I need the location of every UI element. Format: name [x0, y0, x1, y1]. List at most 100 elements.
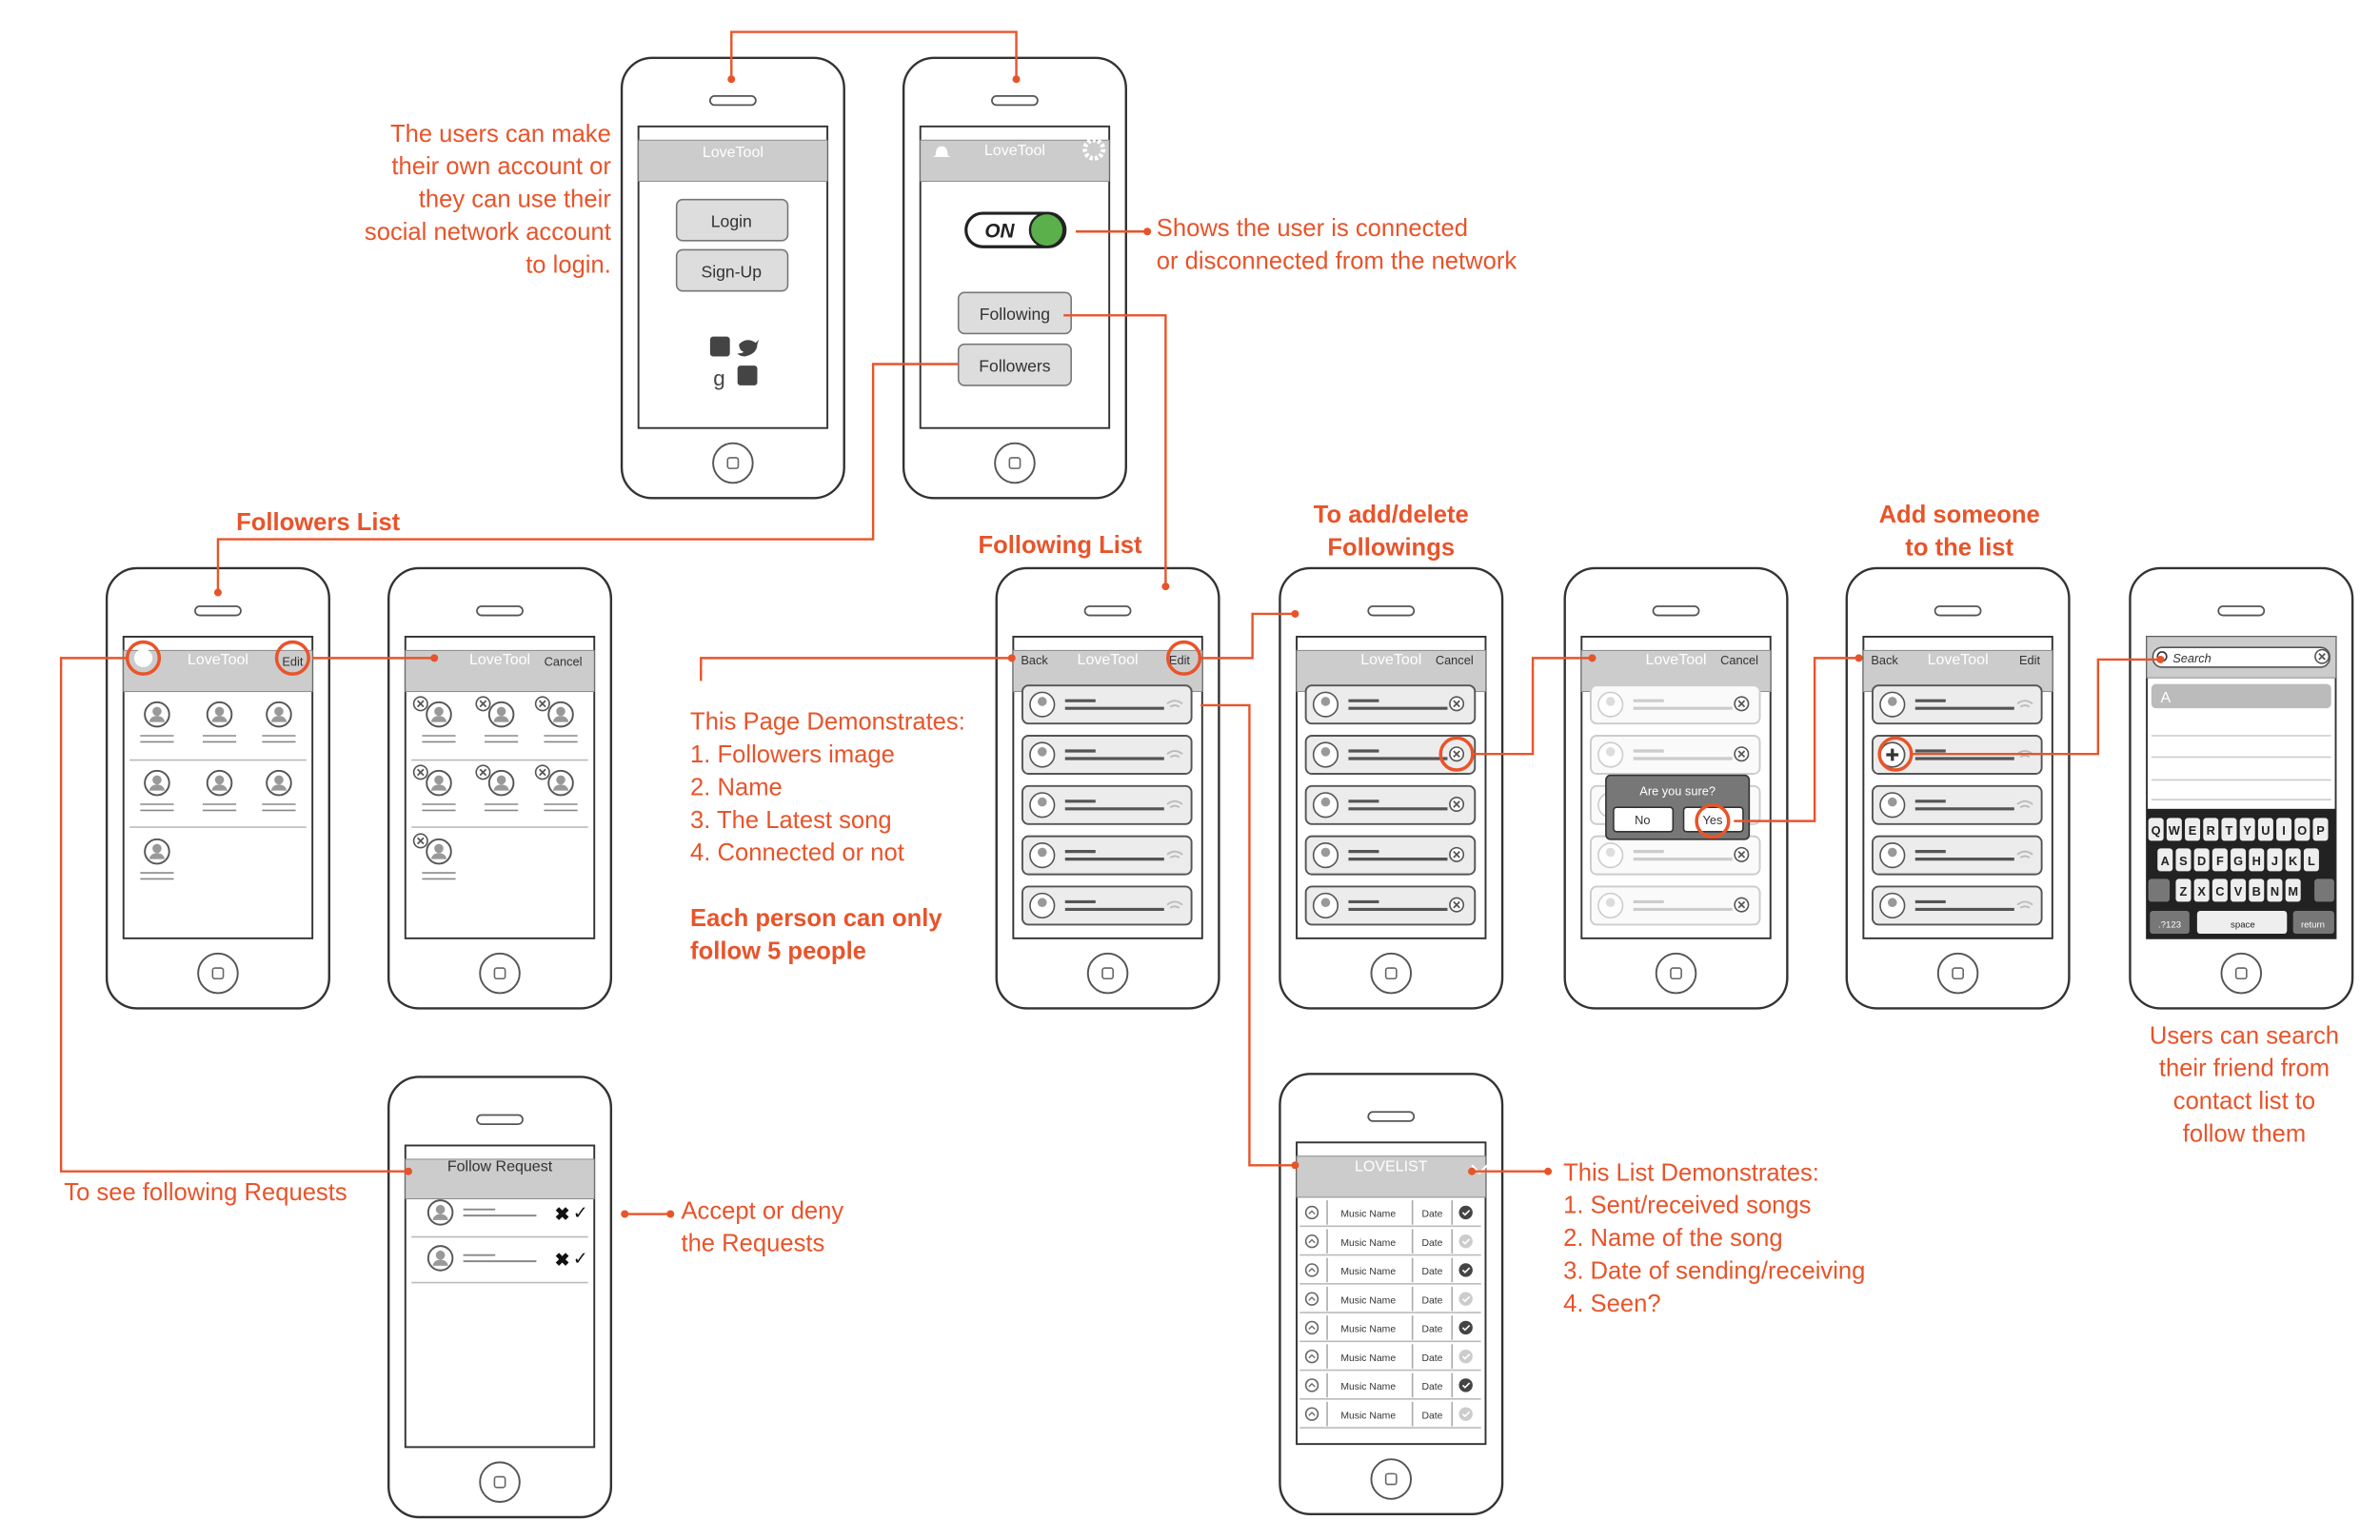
key-z[interactable] — [2175, 879, 2192, 902]
key-q[interactable] — [2148, 818, 2164, 841]
return-key[interactable] — [2292, 911, 2334, 935]
profile-icon[interactable] — [133, 648, 153, 667]
home-button[interactable] — [197, 952, 239, 995]
user-head — [1605, 847, 1616, 858]
no-button[interactable] — [1613, 806, 1675, 833]
key-label: Q — [2152, 823, 2161, 838]
numbers-key[interactable] — [2150, 911, 2190, 935]
following-row[interactable] — [1304, 684, 1477, 725]
following-row[interactable] — [1589, 885, 1761, 926]
highlight-ring — [274, 640, 310, 676]
user-head — [1887, 797, 1897, 807]
home-button[interactable] — [994, 442, 1036, 484]
gear-icon[interactable] — [1082, 137, 1106, 161]
chevron-down-icon[interactable] — [1471, 1164, 1488, 1175]
highlight-ring — [1695, 803, 1731, 839]
cancel-button[interactable]: Cancel — [545, 654, 583, 668]
space-key[interactable] — [2196, 911, 2288, 935]
back-button[interactable]: Back — [1021, 653, 1048, 667]
plus-mark — [1886, 748, 1899, 761]
follower-avatar — [144, 838, 170, 865]
facebook-icon[interactable] — [737, 365, 758, 385]
following-row[interactable] — [1872, 885, 2043, 926]
key-t[interactable] — [2221, 818, 2237, 841]
key-g[interactable] — [2231, 848, 2247, 872]
deny-icon[interactable]: ✖ — [555, 1205, 570, 1225]
home-button[interactable] — [712, 442, 754, 484]
key-w[interactable] — [2166, 818, 2182, 841]
key-o[interactable] — [2294, 818, 2311, 841]
following-row[interactable] — [1304, 885, 1477, 926]
edit-button[interactable]: Edit — [282, 654, 303, 668]
following-row[interactable] — [1021, 885, 1193, 926]
request-avatar — [426, 1245, 454, 1272]
screen-header — [1296, 1155, 1486, 1198]
following-row[interactable] — [1304, 784, 1477, 825]
twitter-icon[interactable] — [737, 339, 760, 357]
header-action-button[interactable]: Cancel — [1436, 653, 1474, 667]
key-a[interactable] — [2157, 848, 2173, 872]
key-m[interactable] — [2285, 879, 2301, 902]
following-row[interactable] — [1021, 784, 1193, 825]
following-row[interactable] — [1872, 784, 2043, 825]
key-p[interactable] — [2312, 818, 2329, 841]
wifi-icon — [2016, 800, 2033, 809]
back-button[interactable]: Back — [1871, 653, 1898, 667]
accept-icon[interactable]: ✓ — [573, 1249, 588, 1269]
key-j[interactable] — [2267, 848, 2283, 872]
search-input[interactable] — [2152, 646, 2330, 668]
header-action-button[interactable]: Edit — [1169, 653, 1190, 667]
following-row[interactable] — [1589, 684, 1761, 725]
shift-key[interactable] — [2148, 879, 2171, 902]
signup-button[interactable] — [675, 248, 789, 292]
deny-icon[interactable]: ✖ — [555, 1251, 570, 1271]
key-n[interactable] — [2267, 879, 2283, 902]
key-e[interactable] — [2185, 818, 2201, 841]
highlight-ring — [1438, 736, 1475, 772]
header-action-button[interactable]: Cancel — [1720, 653, 1758, 667]
key-s[interactable] — [2175, 848, 2192, 872]
home-button[interactable] — [1086, 952, 1129, 995]
header-action-button[interactable]: Edit — [2019, 653, 2040, 667]
key-u[interactable] — [2257, 818, 2273, 841]
key-x[interactable] — [2193, 879, 2210, 902]
following-row[interactable] — [1021, 835, 1193, 876]
following-row[interactable] — [1021, 735, 1193, 775]
login-button[interactable] — [675, 198, 789, 242]
following-row[interactable] — [1872, 835, 2043, 876]
home-button[interactable] — [479, 952, 521, 995]
bell-icon[interactable] — [932, 146, 951, 157]
home-button[interactable] — [1936, 952, 1979, 995]
following-row[interactable] — [1021, 684, 1193, 725]
seen-icon — [1458, 1378, 1473, 1392]
home-button[interactable] — [1655, 952, 1697, 995]
key-b[interactable] — [2249, 879, 2265, 902]
key-label: K — [2289, 854, 2298, 868]
user-head — [1605, 898, 1616, 908]
following-row[interactable] — [1304, 835, 1477, 876]
key-k[interactable] — [2285, 848, 2301, 872]
home-button[interactable] — [479, 1461, 521, 1503]
key-v[interactable] — [2231, 879, 2247, 902]
key-y[interactable] — [2239, 818, 2255, 841]
key-d[interactable] — [2193, 848, 2210, 872]
key-h[interactable] — [2249, 848, 2265, 872]
home-button[interactable] — [1370, 1458, 1413, 1500]
google-icon[interactable]: g — [713, 366, 724, 390]
screen-header — [638, 139, 828, 182]
delete-key[interactable] — [2314, 879, 2334, 902]
key-f[interactable] — [2211, 848, 2228, 872]
key-c[interactable] — [2211, 879, 2228, 902]
key-l[interactable] — [2303, 848, 2319, 872]
key-r[interactable] — [2203, 818, 2219, 841]
following-row[interactable] — [1872, 684, 2043, 725]
home-button[interactable] — [1370, 952, 1413, 995]
linkedin-icon[interactable] — [709, 336, 730, 357]
home-button[interactable] — [2220, 952, 2263, 995]
annotation-line: Accept or deny — [681, 1197, 843, 1224]
key-i[interactable] — [2276, 818, 2292, 841]
following-row[interactable] — [1589, 735, 1761, 775]
following-button[interactable] — [957, 291, 1072, 335]
accept-icon[interactable]: ✓ — [573, 1203, 588, 1223]
